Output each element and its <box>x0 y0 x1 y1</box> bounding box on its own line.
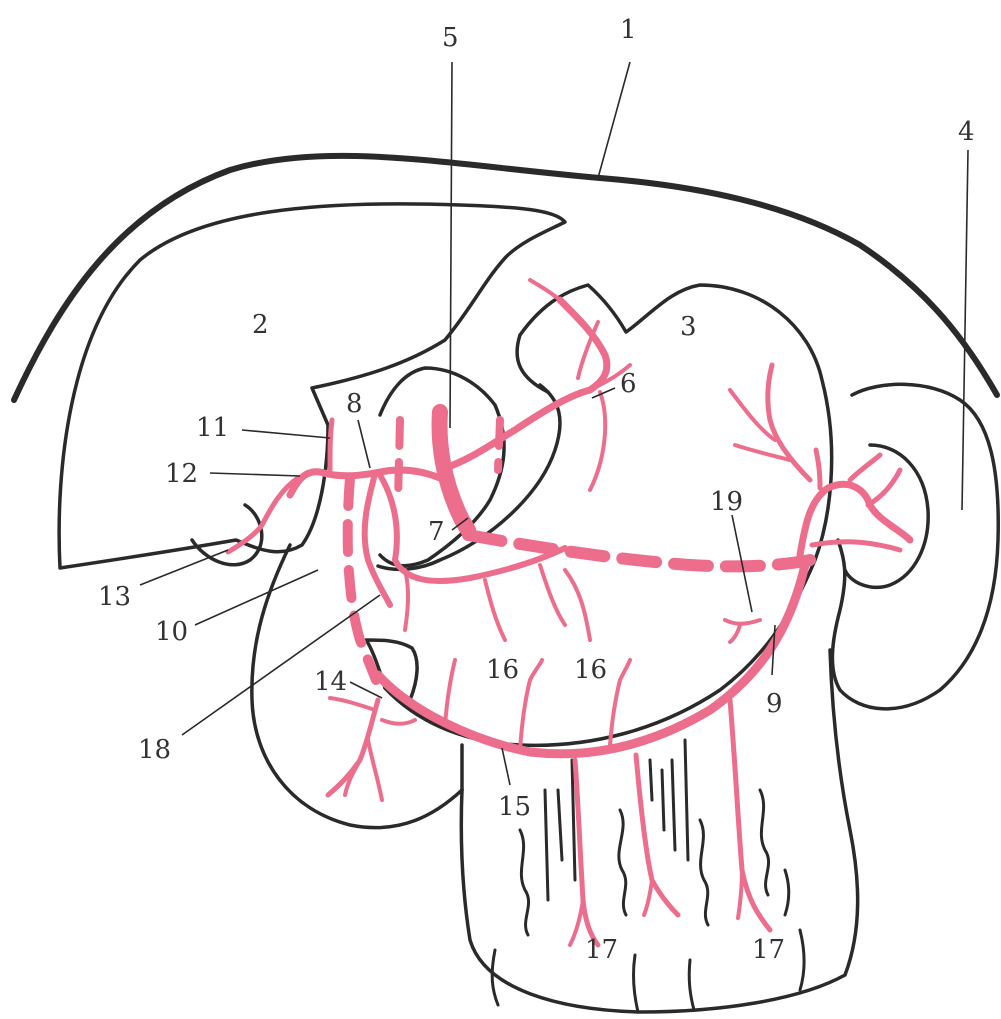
label-17-right: 17 <box>752 935 785 965</box>
spleen-outline <box>832 384 998 709</box>
label-16-right: 16 <box>574 655 607 685</box>
diaphragm-line <box>14 156 997 400</box>
label-8: 8 <box>346 389 363 419</box>
leader-8 <box>358 420 370 468</box>
proper-hepatic-artery <box>330 420 332 470</box>
label-15: 15 <box>498 792 531 822</box>
leader-18 <box>182 595 380 735</box>
leader-15 <box>502 748 510 785</box>
label-19: 19 <box>710 487 743 517</box>
leader-1 <box>598 62 630 178</box>
label-10: 10 <box>155 617 188 647</box>
label-7: 7 <box>428 517 445 547</box>
label-17-left: 17 <box>585 935 618 965</box>
number-labels: 1 2 3 4 5 6 7 8 9 10 11 12 13 14 15 16 1… <box>98 15 975 965</box>
leader-10 <box>195 570 318 625</box>
label-13: 13 <box>98 582 131 612</box>
label-4: 4 <box>958 117 975 147</box>
organ-outlines <box>14 156 998 1012</box>
left-gastric-artery <box>440 300 607 470</box>
spleen-hilum <box>845 445 928 587</box>
label-1: 1 <box>620 15 637 45</box>
splenic-artery-dashed <box>468 535 810 566</box>
label-9: 9 <box>766 689 783 719</box>
leader-lines <box>140 62 968 785</box>
label-5: 5 <box>442 23 459 53</box>
leader-11 <box>242 430 330 438</box>
label-14: 14 <box>314 667 347 697</box>
label-3: 3 <box>680 312 697 342</box>
arteries <box>228 280 910 945</box>
stomach-fundus-inner <box>517 335 548 392</box>
label-16-left: 16 <box>486 655 519 685</box>
omentum-folds <box>492 740 804 1012</box>
label-2: 2 <box>252 310 269 340</box>
label-11: 11 <box>196 413 229 443</box>
label-18: 18 <box>138 735 171 765</box>
leader-4 <box>962 150 968 510</box>
common-hepatic-artery <box>290 470 440 495</box>
label-6: 6 <box>620 369 637 399</box>
liver-outline <box>59 204 565 568</box>
leader-12 <box>210 473 300 476</box>
label-12: 12 <box>165 459 198 489</box>
